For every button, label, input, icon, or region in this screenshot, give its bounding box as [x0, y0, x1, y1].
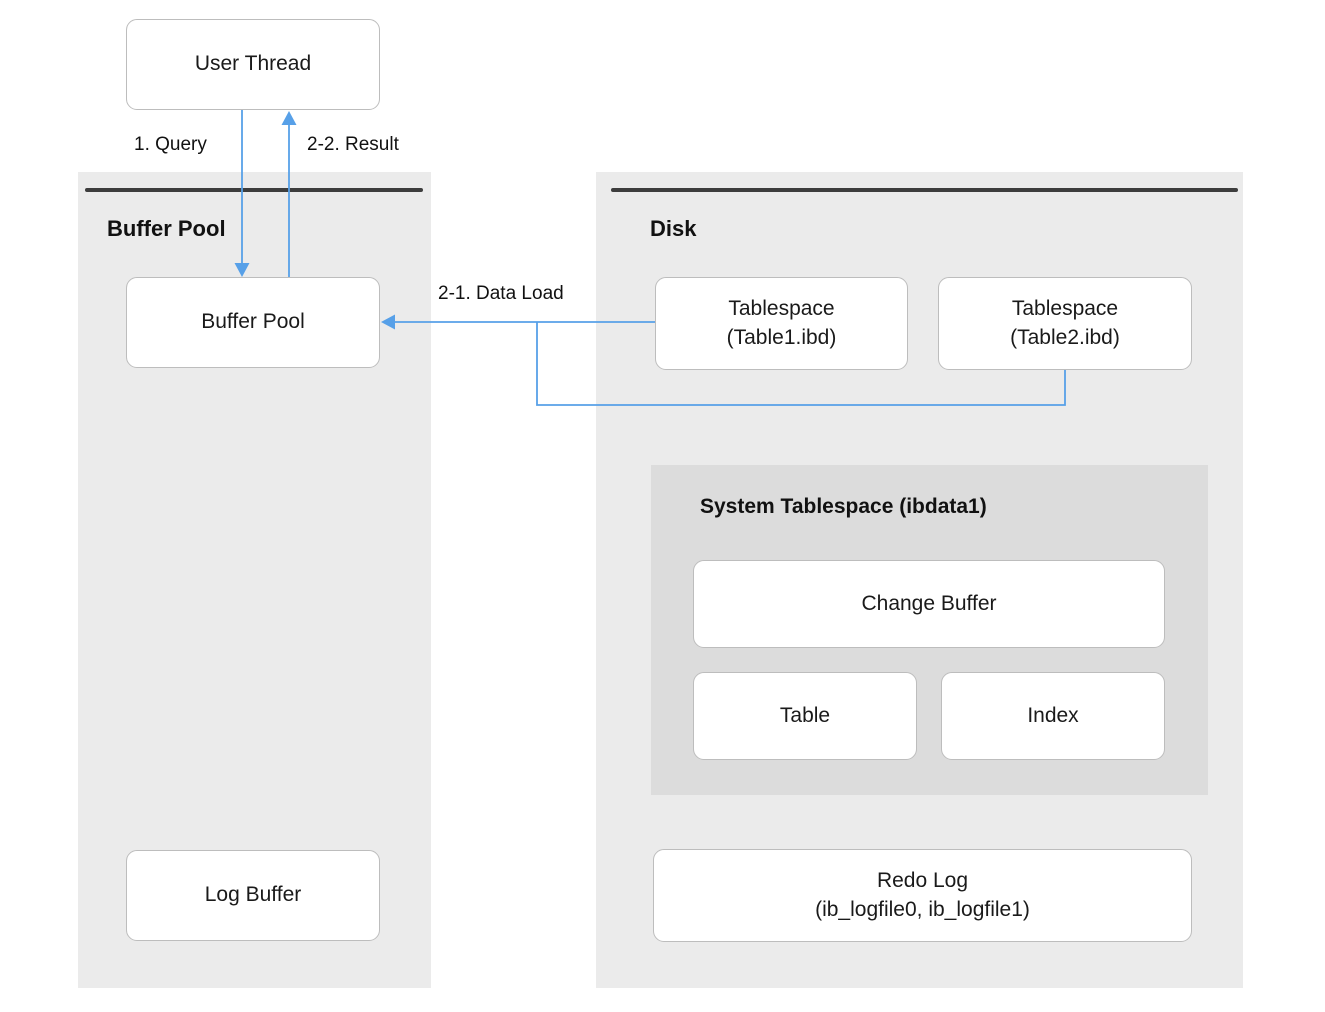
- disk-panel-bar: [611, 188, 1238, 192]
- node-user-thread: User Thread: [126, 19, 380, 110]
- buffer-pool-panel-bar: [85, 188, 423, 192]
- node-change-buffer: Change Buffer: [693, 560, 1165, 648]
- node-index-label: Index: [1027, 703, 1079, 727]
- buffer-pool-panel-title: Buffer Pool: [107, 216, 226, 241]
- node-change-buffer-label: Change Buffer: [861, 591, 997, 615]
- node-tablespace2-line1: Tablespace: [1011, 297, 1119, 321]
- node-buffer-pool-label: Buffer Pool: [201, 310, 305, 334]
- edge-label-data-load: 2-1. Data Load: [438, 283, 564, 304]
- node-tablespace2-line2: (Table2.ibd): [1010, 325, 1120, 349]
- node-tablespace2: Tablespace (Table2.ibd): [938, 277, 1192, 370]
- node-log-buffer: Log Buffer: [126, 850, 380, 941]
- node-user-thread-label: User Thread: [194, 52, 312, 76]
- node-table-label: Table: [779, 703, 831, 727]
- node-redo-log-line2: (ib_logfile0, ib_logfile1): [815, 897, 1030, 921]
- node-tablespace1-line1: Tablespace: [728, 297, 835, 321]
- node-buffer-pool: Buffer Pool: [126, 277, 380, 368]
- node-tablespace1: Tablespace (Table1.ibd): [655, 277, 908, 370]
- node-table: Table: [693, 672, 917, 760]
- node-redo-log: Redo Log (ib_logfile0, ib_logfile1): [653, 849, 1192, 942]
- node-redo-log-line1: Redo Log: [876, 869, 969, 893]
- node-index: Index: [941, 672, 1165, 760]
- node-tablespace1-line2: (Table1.ibd): [726, 325, 837, 349]
- edge-label-query: 1. Query: [134, 134, 207, 155]
- node-log-buffer-label: Log Buffer: [204, 883, 302, 907]
- result-arrowhead-icon: [281, 111, 297, 125]
- system-tablespace-title: System Tablespace (ibdata1): [700, 495, 987, 518]
- disk-panel-title: Disk: [650, 216, 697, 241]
- edge-label-result: 2-2. Result: [307, 134, 399, 155]
